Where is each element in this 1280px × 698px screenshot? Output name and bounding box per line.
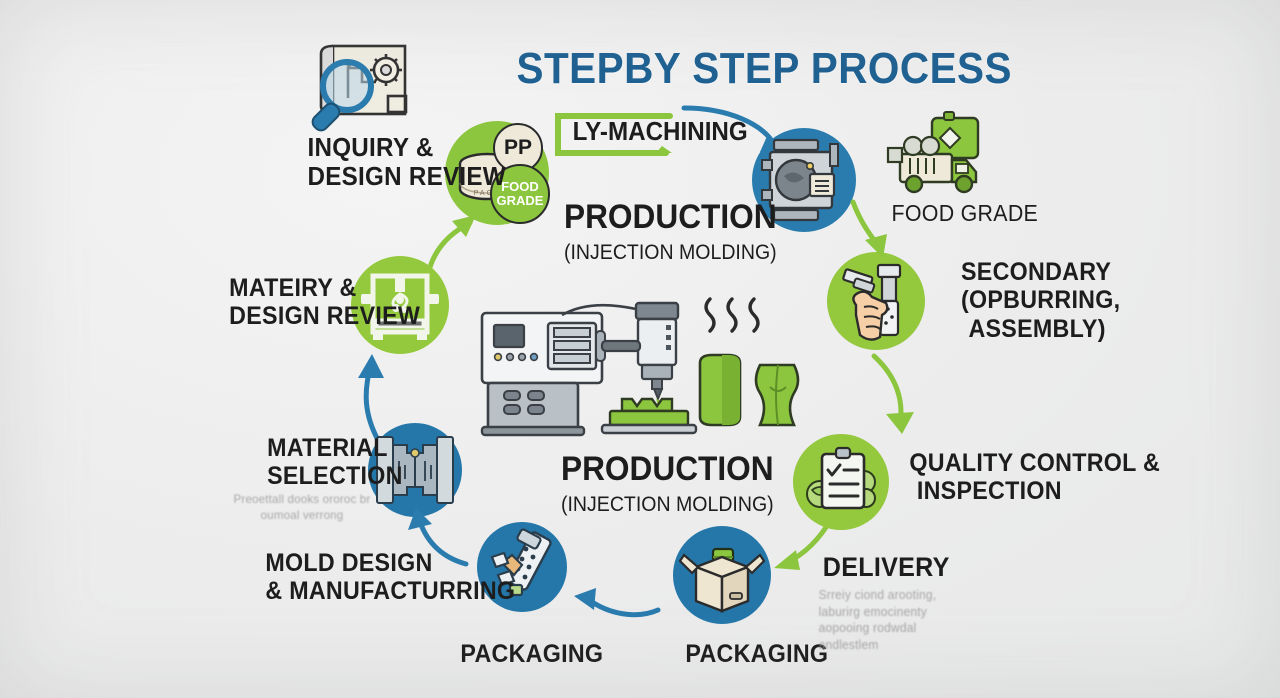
step-caption-delivery: Srreiy ciond arooting, laburirg emocinen… bbox=[818, 588, 937, 652]
step-caption-material-selection: Preoettall dooks ororoc br oumoal verron… bbox=[233, 492, 371, 522]
step-mateiry-subtitle: DESIGN REVIEW bbox=[229, 302, 421, 331]
step-icon-material-selection[interactable] bbox=[368, 423, 462, 517]
step-icon-mold-design[interactable] bbox=[477, 522, 567, 612]
step-label-food-grade: FOOD GRADE bbox=[891, 200, 1039, 226]
center-production-label-top: PRODUCTION (INJECTION MOLDING) bbox=[564, 198, 777, 265]
svg-text:PACK: PACK bbox=[474, 190, 501, 197]
step-label-packaging-left: PACKAGING bbox=[460, 640, 604, 668]
step-material-selection-title: MATERIAL bbox=[267, 434, 388, 462]
step-qc-title: QUALITY CONTROL & bbox=[909, 449, 1161, 477]
step-inquiry-subtitle: DESIGN REVIEW bbox=[307, 161, 506, 192]
blueprint-magnifier-icon bbox=[311, 44, 408, 132]
clipboard-check-icon bbox=[806, 446, 876, 510]
center-heading-bottom: PRODUCTION bbox=[561, 450, 774, 488]
step-label-packaging-right: PACKAGING bbox=[685, 640, 829, 668]
package-box-icon bbox=[678, 547, 766, 613]
step-icon-material-design-review[interactable] bbox=[351, 256, 449, 354]
step-secondary-subtitle: (OPBURRING, bbox=[960, 286, 1121, 315]
step-mateiry-title: MATEIRY & bbox=[229, 274, 357, 302]
step-secondary-title: SECONDARY bbox=[960, 258, 1112, 286]
delivery-truck-icon bbox=[886, 111, 980, 194]
center-heading-top: PRODUCTION bbox=[564, 198, 777, 236]
center-subheading-bottom: (INJECTION MOLDING) bbox=[561, 493, 774, 516]
food-label: FOOD bbox=[501, 179, 539, 195]
step-label-secondary: SECONDARY (OPBURRING, ASSEMBLY) bbox=[961, 258, 1120, 343]
step-mold-design-subtitle: & MANUFACTURRING bbox=[265, 577, 516, 606]
step-label-mold-design: MOLD DESIGN & MANUFACTURRING bbox=[265, 549, 515, 606]
step-material-selection-subtitle: SELECTION bbox=[267, 462, 403, 491]
step-inquiry-title: INQUIRY & bbox=[307, 132, 434, 162]
step-icon-production-mold[interactable] bbox=[752, 128, 856, 232]
step-icon-quality-control[interactable] bbox=[793, 434, 889, 530]
center-production-label-bottom: PRODUCTION (INJECTION MOLDING) bbox=[561, 450, 774, 517]
step-qc-subtitle: INSPECTION bbox=[916, 477, 1062, 506]
mold-tool-icon bbox=[376, 436, 454, 504]
step-icon-packaging[interactable] bbox=[673, 526, 771, 624]
pp-label: PP bbox=[503, 136, 532, 159]
page-title: STEPBY STEP PROCESS bbox=[516, 44, 1012, 93]
step-label-material-design-review: MATEIRY & DESIGN REVIEW bbox=[229, 274, 420, 331]
grade-label: GRADE bbox=[496, 193, 544, 208]
step-label-material-selection: MATERIAL SELECTION bbox=[267, 434, 403, 491]
hand-tools-icon bbox=[842, 263, 902, 341]
step-mold-design-title: MOLD DESIGN bbox=[265, 549, 433, 577]
step-label-quality-control: QUALITY CONTROL & INSPECTION bbox=[909, 449, 1160, 506]
step-secondary-subtitle2: ASSEMBLY) bbox=[968, 314, 1106, 343]
3d-printer-icon bbox=[361, 273, 439, 340]
step-label-delivery: DELIVERY bbox=[822, 552, 950, 582]
ly-machining-badge: LY-MACHINING bbox=[572, 116, 748, 146]
mold-wrench-icon bbox=[490, 528, 552, 597]
arrow-secondary-to-qc bbox=[871, 353, 914, 434]
step-icon-secondary[interactable] bbox=[827, 252, 925, 350]
center-subheading-top: (INJECTION MOLDING) bbox=[564, 241, 777, 264]
injection-mold-icon bbox=[761, 138, 839, 222]
material-badge-circle[interactable]: PACK PP FOOD GRADE bbox=[445, 121, 550, 225]
arrow-packaging-to-mold bbox=[574, 588, 661, 618]
production-machine-illustration bbox=[480, 297, 800, 437]
step-label-inquiry: INQUIRY & DESIGN REVIEW bbox=[307, 132, 506, 192]
